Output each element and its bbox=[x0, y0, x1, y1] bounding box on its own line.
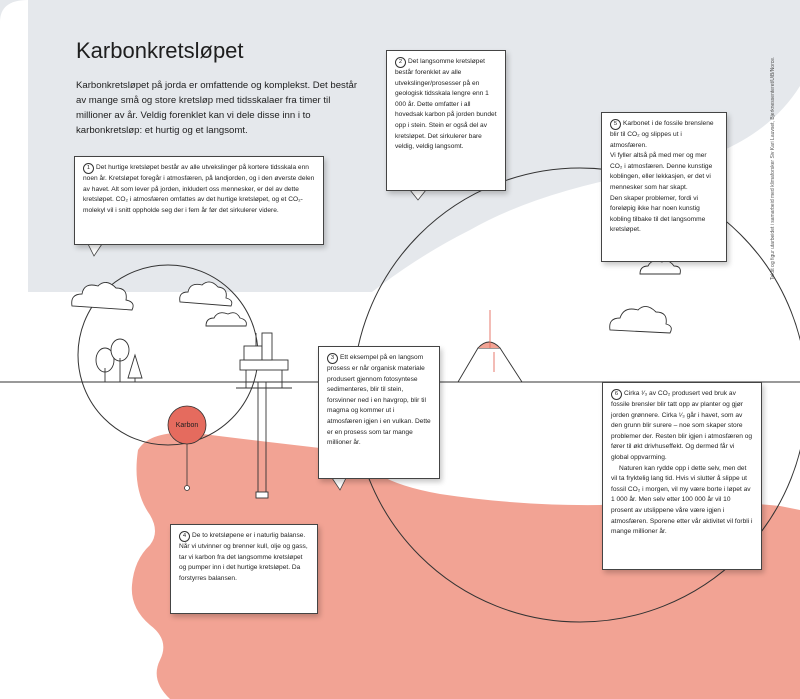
step-number: 1 bbox=[83, 163, 94, 174]
page-title: Karbonkretsløpet bbox=[76, 38, 244, 63]
credit-text: Tekst og figur utarbeidet i samarbeid me… bbox=[770, 56, 776, 280]
clouds bbox=[71, 260, 681, 334]
info-box-6-para-1: Cirka ¹⁄₃ av CO₂ produsert ved bruk av f… bbox=[611, 390, 753, 461]
info-box-6-para-2: Naturen kan rydde opp i dette selv, men … bbox=[611, 464, 753, 536]
intro-text: Karbonkretsløpet på jorda er omfattende … bbox=[76, 80, 358, 136]
step-number: 5 bbox=[610, 119, 621, 130]
volcano bbox=[457, 310, 523, 383]
info-box-3-text: Ett eksempel på en langsom prosess er nå… bbox=[327, 354, 431, 447]
info-box-2-text: Det langsomme kretsløpet består forenkle… bbox=[395, 58, 497, 151]
credit-note: Tekst og figur utarbeidet i samarbeid me… bbox=[770, 56, 780, 280]
sea-blob bbox=[131, 432, 800, 699]
info-box-5-para-3: Den skaper problemer, fordi vi foreløpig… bbox=[610, 194, 706, 234]
trees bbox=[95, 338, 143, 382]
step-number: 3 bbox=[327, 353, 338, 364]
step-number: 4 bbox=[179, 531, 190, 542]
info-box-4-text: De to kretsløpene er i naturlig balanse.… bbox=[179, 532, 308, 582]
step-number: 6 bbox=[611, 389, 622, 400]
karbon-label: Karbon bbox=[175, 422, 199, 429]
info-box-1-text: Det hurtige kretsløpet består av alle ut… bbox=[83, 164, 315, 214]
step-number: 2 bbox=[395, 57, 406, 68]
info-box-5-para-2: Vi fyller altså på med mer og mer CO₂ i … bbox=[610, 152, 713, 191]
oil-platform bbox=[236, 332, 292, 499]
info-box-5-para-1: Karbonet i de fossile brenslene blir til… bbox=[610, 120, 714, 149]
